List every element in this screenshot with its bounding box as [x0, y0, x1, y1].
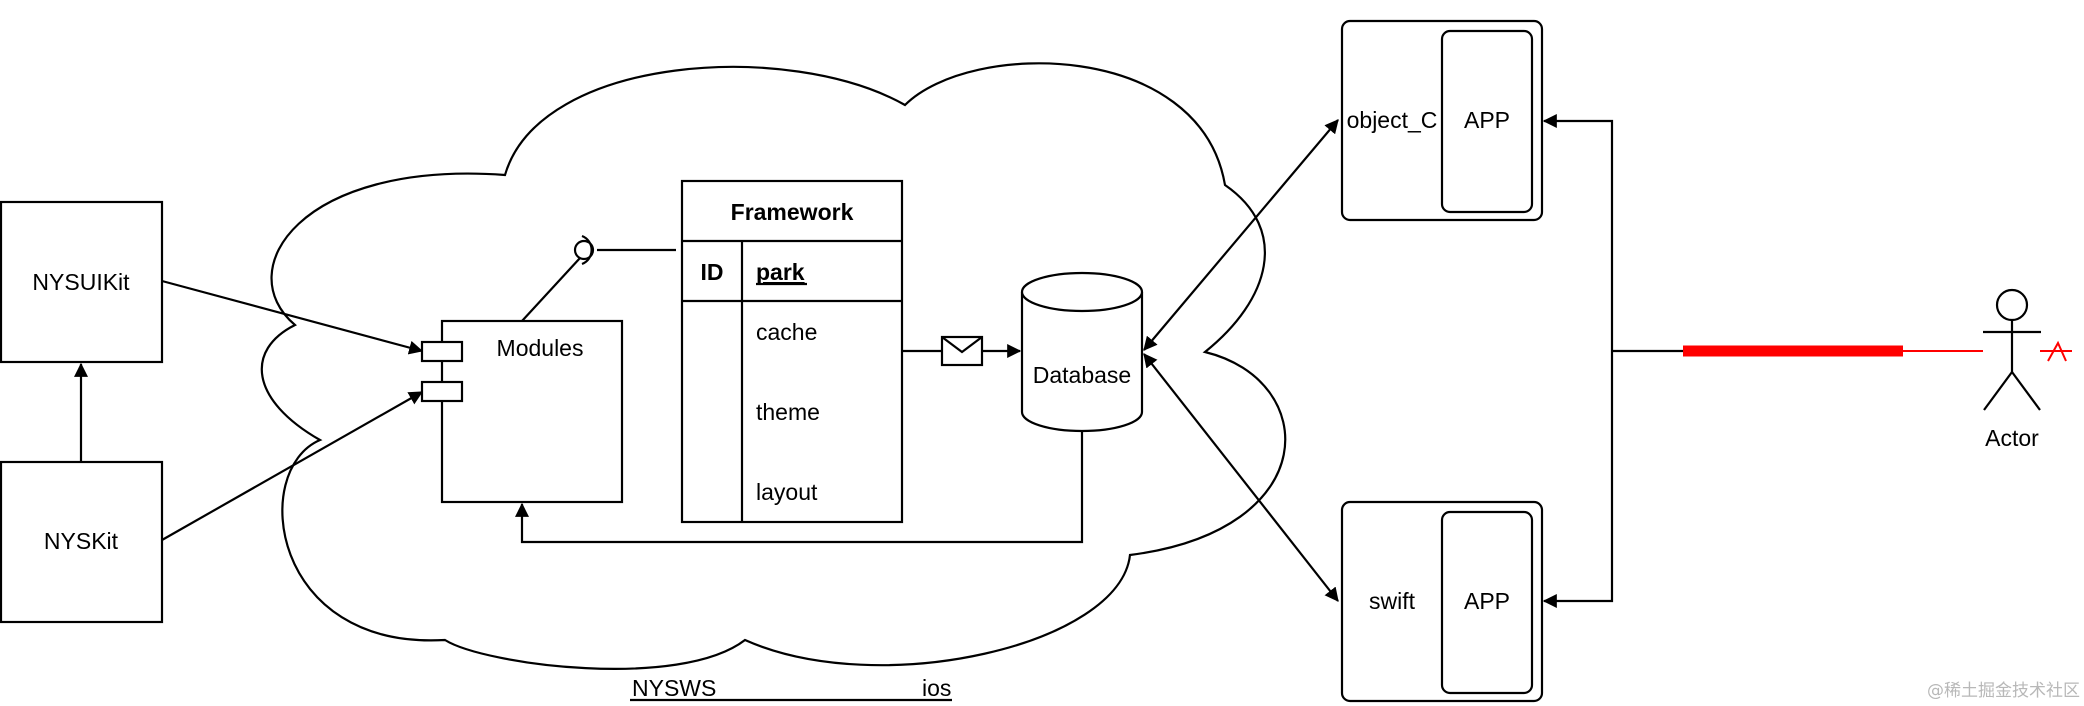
modules-port-top — [420, 340, 464, 363]
nyskit-label: NYSKit — [44, 528, 119, 554]
framework-field-layout: layout — [756, 479, 818, 505]
interface-ball — [573, 239, 595, 261]
database-objc-link — [1143, 119, 1339, 351]
swift-app-box[interactable] — [1440, 510, 1534, 695]
framework-key-field: park — [756, 259, 805, 285]
nysuikit-to-modules-arrow — [161, 279, 424, 355]
modules-port-bottom — [420, 380, 464, 403]
database-cylinder[interactable]: Database — [1020, 271, 1144, 433]
modules-box[interactable] — [440, 319, 624, 504]
framework-key-col: ID — [701, 259, 724, 285]
nyskit-to-modules-arrow — [161, 391, 424, 541]
database-label: Database — [1033, 362, 1131, 388]
database-to-modules-arrow — [515, 431, 1084, 544]
modules-label: Modules — [497, 335, 584, 361]
framework-field-theme: theme — [756, 399, 820, 425]
footer-left-label: NYSWS — [632, 675, 716, 701]
interface-socket — [581, 234, 593, 266]
message-envelope-icon — [940, 335, 984, 367]
framework-title: Framework — [731, 199, 854, 225]
watermark: @稀土掘金技术社区 — [1927, 681, 2080, 701]
apps-bracket-bottom — [1542, 351, 1614, 608]
objc-side-label: object_C — [1347, 107, 1438, 133]
framework-field-cache: cache — [756, 319, 817, 345]
footer-right-label: ios — [922, 675, 951, 701]
nysuikit-label: NYSUIKit — [32, 269, 130, 295]
swift-app-label: APP — [1464, 588, 1510, 614]
objc-app-box[interactable] — [1440, 29, 1534, 214]
actor-stick-figure[interactable] — [1983, 288, 2041, 411]
interface-link — [521, 257, 581, 322]
database-swift-link — [1143, 353, 1339, 602]
objc-app-label: APP — [1464, 107, 1510, 133]
apps-bracket-top — [1542, 114, 1614, 351]
red-arrowhead-icon — [2047, 340, 2067, 362]
nyskit-box[interactable] — [0, 460, 164, 624]
framework-table[interactable]: Framework ID park cache theme layout — [680, 179, 904, 524]
actor-label: Actor — [1985, 425, 2039, 451]
swift-side-label: swift — [1369, 588, 1416, 614]
cloud-shape — [260, 62, 1287, 670]
